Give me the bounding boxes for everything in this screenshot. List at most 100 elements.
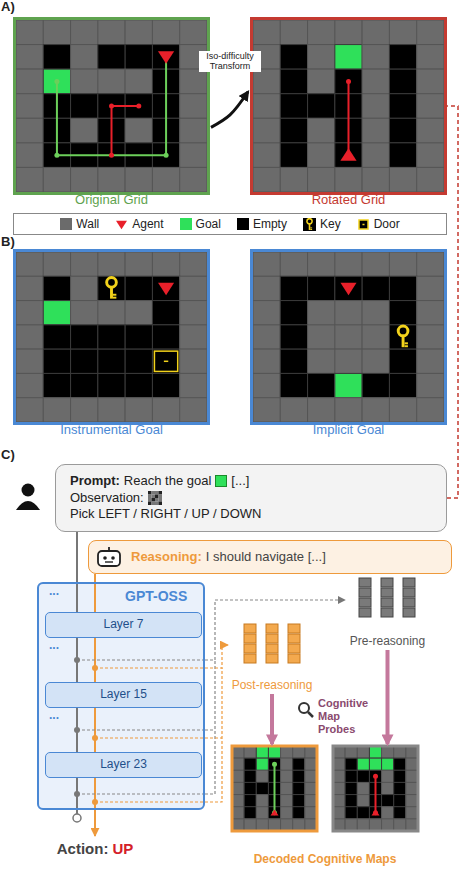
legend-text: Key (320, 217, 341, 231)
probe-tap (77, 793, 205, 794)
grid-cell (125, 118, 152, 143)
grid-cell (357, 770, 369, 782)
grid-cell (268, 746, 280, 758)
grid-cell (125, 20, 152, 45)
legend-swatch (180, 218, 192, 230)
grid-cell (16, 276, 43, 300)
grid-cell (357, 819, 369, 831)
magnifier-lens (299, 703, 309, 713)
grid-cell (244, 819, 256, 831)
grid-cell (369, 758, 381, 770)
agent-triangle (116, 220, 127, 229)
grid-cell (180, 276, 207, 300)
activation-cell (359, 578, 371, 587)
grid-cell (43, 45, 70, 70)
node-text: ... (49, 638, 59, 652)
grid-cell (335, 167, 362, 192)
grid-cell (180, 301, 207, 325)
activation-cell (244, 644, 256, 653)
grid-world (16, 20, 207, 192)
grid-cell (394, 758, 406, 770)
magnifier-handle (308, 712, 313, 717)
grid-cell (280, 20, 307, 45)
door-frame (154, 351, 177, 371)
grid-cell (281, 758, 293, 770)
layer-box: Layer 7 (45, 612, 202, 638)
tap-dot (92, 799, 98, 805)
stream-end (73, 814, 81, 822)
connector (386, 650, 390, 744)
observation-icon (148, 491, 162, 505)
grid-cell (280, 349, 307, 373)
grid-cell (98, 398, 125, 422)
grid-cell (293, 746, 305, 758)
robot-head (98, 551, 120, 566)
grid-cell (293, 770, 305, 782)
grid-cell (125, 398, 152, 422)
connector (447, 106, 458, 498)
node-text: Post-reasoning (220, 678, 324, 692)
key-tooth (405, 342, 408, 344)
grid-cell (345, 746, 357, 758)
grid-cell (389, 276, 416, 300)
grid-cell (417, 301, 444, 325)
grid-cell (152, 276, 179, 300)
grid-cell (406, 770, 418, 782)
node-text: Layer 23 (100, 757, 147, 773)
goal-swatch (215, 475, 227, 487)
grid-world (253, 20, 444, 192)
grid-cell (71, 94, 98, 119)
text-row: Action:UP (57, 839, 134, 859)
grid-cell (152, 398, 179, 422)
robot-icon (95, 545, 123, 569)
grid-cell (333, 782, 345, 794)
grid-cell (417, 20, 444, 45)
decoded-map (333, 746, 418, 831)
activation-cell (266, 624, 278, 633)
observation-cell (158, 498, 162, 502)
grid-cell (417, 167, 444, 192)
grid-cell (406, 758, 418, 770)
grid-cell (253, 69, 280, 94)
grid-cell (256, 807, 268, 819)
legend-swatch (60, 218, 72, 230)
grid-cell (335, 301, 362, 325)
grid-cell (406, 746, 418, 758)
legend-symbol (303, 218, 316, 231)
node-text: Rotated Grid (223, 192, 466, 207)
observation-cell (155, 491, 159, 495)
key-tooth (113, 294, 116, 296)
grid-panel: Instrumental Goal (13, 249, 210, 425)
action-output: Action:UP (40, 836, 150, 862)
legend-item: Key (303, 217, 341, 231)
key-ground (303, 218, 316, 231)
activation-cell (381, 598, 393, 607)
grid-cell (280, 94, 307, 119)
grid-cell (293, 782, 305, 794)
grid-cell (253, 252, 280, 276)
grid-cell (125, 69, 152, 94)
grid-cell (281, 807, 293, 819)
grid-cell (16, 325, 43, 349)
grid-cell (305, 758, 317, 770)
grid-cell (417, 94, 444, 119)
grid-cell (98, 349, 125, 373)
activation-bars (244, 624, 300, 663)
edge-label: Iso-difficulty Transform (199, 51, 261, 72)
tap-dot (92, 665, 98, 671)
legend-text: Door (374, 217, 400, 231)
activation-cell (381, 578, 393, 587)
grid-cell (280, 45, 307, 70)
trajectory-dot (136, 104, 141, 109)
key-ring (107, 278, 117, 288)
activation-cell (403, 608, 415, 617)
grid-cell (406, 807, 418, 819)
legend-text: Agent (132, 217, 163, 231)
grid-cell (125, 45, 152, 70)
panel-letter: B) (1, 235, 15, 249)
grid-cell (335, 325, 362, 349)
door-handle (362, 223, 364, 225)
trajectory (274, 764, 276, 813)
decoded-maps-group: Decoded Cognitive Maps (226, 742, 424, 868)
tap-dot (92, 735, 98, 741)
